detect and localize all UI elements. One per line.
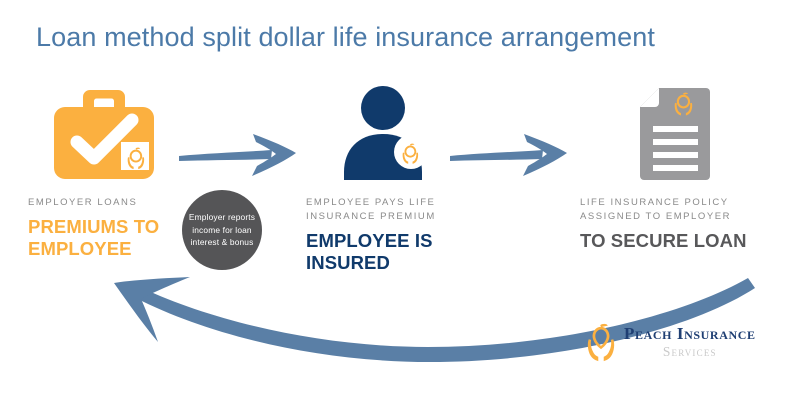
step-employee-insured: EMPLOYEE PAYS LIFE INSURANCE PREMIUM EMP… — [306, 86, 466, 274]
arrow-step1-to-step2 — [179, 134, 296, 176]
peach-in-hands-logo — [587, 323, 615, 362]
step-policy-assigned: LIFE INSURANCE POLICY ASSIGNED TO EMPLOY… — [580, 86, 770, 252]
policy-document-icon-wrap — [580, 86, 770, 182]
peach-in-hands-logo — [127, 147, 145, 170]
page-title: Loan method split dollar life insurance … — [36, 22, 655, 52]
step-employer-loans: EMPLOYER LOANS PREMIUMS TO EMPLOYEE — [28, 86, 180, 260]
brand-lockup: Peach Insurance Services — [586, 322, 756, 362]
step-kicker: EMPLOYER LOANS — [28, 197, 138, 208]
peach-in-hands-logo — [402, 143, 419, 164]
step-headline: EMPLOYEE IS INSURED — [306, 230, 433, 273]
peach-in-hands-logo — [674, 92, 693, 116]
employee-person-icon-wrap — [306, 86, 466, 182]
step-headline: TO SECURE LOAN — [580, 230, 747, 251]
arrow-step2-to-step3 — [450, 134, 567, 176]
employee-person-icon — [344, 86, 428, 180]
note-circle-text: Employer reports income for loan interes… — [188, 212, 256, 248]
step-headline: PREMIUMS TO EMPLOYEE — [28, 216, 160, 259]
step-kicker: LIFE INSURANCE POLICY ASSIGNED TO EMPLOY… — [580, 197, 732, 222]
brand-text: Peach Insurance Services — [624, 324, 756, 360]
step-kicker: EMPLOYEE PAYS LIFE INSURANCE PREMIUM — [306, 197, 436, 222]
briefcase-check-icon-wrap — [28, 86, 180, 182]
brand-sub: Services — [662, 344, 717, 359]
brand-name: Peach Insurance — [624, 324, 756, 343]
note-circle-employer-reports: Employer reports income for loan interes… — [182, 190, 262, 270]
briefcase-check-icon — [54, 90, 154, 179]
policy-document-icon — [640, 88, 710, 180]
